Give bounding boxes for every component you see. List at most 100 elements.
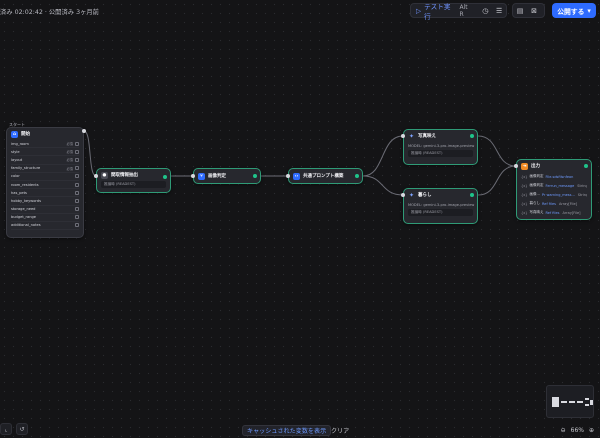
gemini-icon: ✦ [408,132,415,140]
checklist-icon[interactable]: ☰ [495,6,503,15]
status-ok-icon [584,164,588,168]
history-icon[interactable]: ↺ [16,423,28,435]
output-type: String [577,183,587,188]
start-variable-row[interactable]: img_room 必須 [11,140,79,149]
bottom-left-controls: ⌞ ↺ [0,423,28,435]
node-sub-info: 推論時 (READEST) [408,150,473,157]
start-variable-row[interactable]: storage_need [11,206,79,214]
publish-button[interactable]: 公開する ▾ [552,3,596,18]
judge-input-handle[interactable] [191,174,195,178]
status-ok-icon [253,174,257,178]
output-name: 暮らし [529,201,541,205]
variable-type-icon [75,215,79,220]
variables-icon[interactable]: ⊠ [531,6,537,15]
variable-tag [73,174,79,179]
history-icon[interactable]: ◷ [482,6,489,15]
start-variable-row[interactable]: additional_notes [11,222,79,231]
variable-name: color [11,174,20,179]
living-node[interactable]: ✦ 暮らし MODEL: gemini-3-pro-image-preview … [403,188,478,224]
test-run-button[interactable]: ▷ テスト実行 Alt R [416,2,468,21]
minimap[interactable] [546,385,594,418]
output-input-handle[interactable] [514,164,518,168]
start-variable-list: img_room 必須 style 必須 layout 必須 family_structur… [7,140,83,231]
node-sub-info: 推論時 (READEST) [408,209,473,216]
prompt-node[interactable]: ‹› 共通プロンプト構築 [288,168,363,184]
output-variable-row[interactable]: {x}画像...Pr warning_mess...String [521,190,587,199]
start-variable-row[interactable]: hobby_keywords [11,197,79,206]
variable-tag: 必須 [67,157,79,162]
variable-icon: {x} [521,174,528,179]
minimap-graph [552,397,593,407]
variable-type-icon [75,174,79,179]
status-ok-icon [470,134,474,138]
variable-type-icon [75,182,79,187]
output-name: 画像判定 [529,174,544,178]
variable-name: style [11,149,20,154]
variable-type-icon [75,190,79,195]
variable-type-icon [75,223,79,228]
output-name: 画像判定 [529,183,544,187]
zoom-in-icon[interactable]: ⊕ [588,427,594,434]
model-label: MODEL: gemini-3-pro-image-preview [408,203,475,207]
variable-tag [73,182,79,187]
status-ok-icon [163,175,167,179]
panel-icon[interactable]: ▤ [516,6,524,15]
judge-node[interactable]: ⑂ 画像判定 [193,168,261,184]
play-icon: ▷ [416,6,422,15]
prompt-input-handle[interactable] [286,174,290,178]
variable-name: layout [11,157,23,162]
run-toolbar: ▷ テスト実行 Alt R ◷ ☰ [410,2,507,21]
start-variable-row[interactable]: has_pets [11,189,79,198]
extract-node[interactable]: ● 間取情報抽出 推論時 (READEST) [96,168,171,193]
model-label: MODEL: gemini-3-pro-image-preview [408,144,475,148]
variable-name: hobby_keywords [11,198,41,203]
variable-tag: 必須 [67,141,79,146]
start-variable-row[interactable]: color [11,173,79,181]
status-ok-icon [470,193,474,197]
fit-view-icon[interactable]: ⌞ [0,423,12,435]
start-variable-row[interactable]: budget_range [11,214,79,222]
start-variable-row[interactable]: room_residents [11,181,79,190]
output-reference: Pr warning_mess... [541,192,575,197]
chevron-down-icon: ▾ [587,6,591,15]
variable-name: img_room [11,141,29,146]
output-reference: File.sdsfilsnfeon [545,174,574,179]
output-name: 画像... [529,192,540,196]
variable-icon: {x} [521,201,528,206]
save-status-text: 済み 02:02:42 · 公開済み 3ヶ月前 [0,9,99,16]
variable-name: family_structure [11,166,41,171]
start-output-handle[interactable] [82,129,86,133]
zoom-out-icon[interactable]: ⊖ [560,427,566,434]
show-cached-variables-button[interactable]: キャッシュされた変数を表示 [242,425,332,436]
edge-replace-output [477,135,517,167]
status-ok-icon [355,174,359,178]
variable-icon: {x} [521,183,528,188]
output-type: Array[File] [558,201,577,206]
variable-name: storage_need [11,207,36,212]
start-variable-row[interactable]: style 必須 [11,148,79,157]
start-variable-row[interactable]: layout 必須 [11,156,79,165]
photo-node[interactable]: ✦ 写真映え MODEL: gemini-3-pro-image-preview… [403,129,478,165]
clear-button[interactable]: クリア [331,428,350,435]
output-name: 写真映え [529,210,544,214]
zoom-level[interactable]: 66% [570,427,584,434]
output-icon: ⇥ [521,162,528,170]
living-input-handle[interactable] [401,193,405,197]
home-icon: ⌂ [11,130,18,138]
node-header: ✦ 写真映え [408,132,436,140]
node-header: ⑂ 画像判定 [194,169,260,183]
output-type: String [577,192,587,197]
photo-input-handle[interactable] [401,134,405,138]
variable-tag: 必須 [67,149,79,154]
extract-input-handle[interactable] [94,174,98,178]
variable-type-icon [75,157,79,162]
